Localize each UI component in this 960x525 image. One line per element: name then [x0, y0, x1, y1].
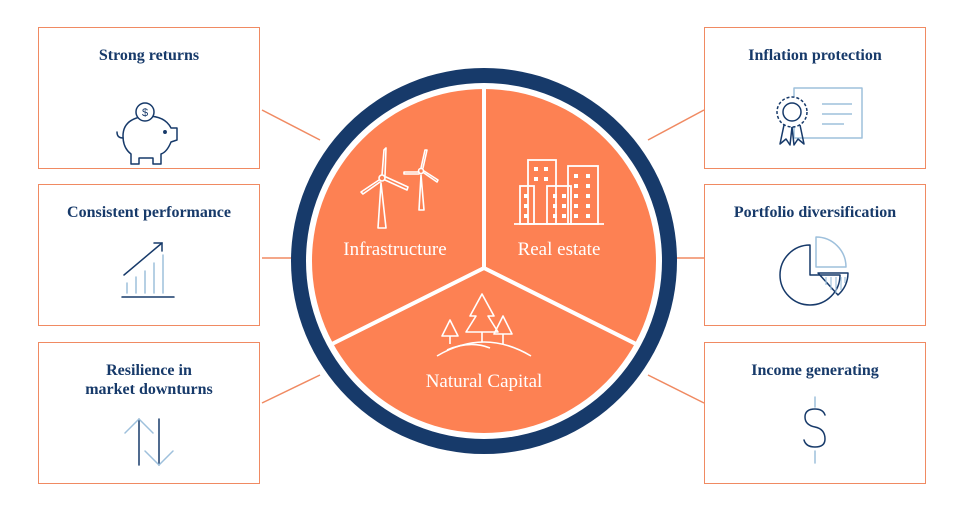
segment-label-real-estate: Real estate — [517, 239, 601, 260]
connector-strong-returns — [261, 109, 321, 141]
segment-dividers — [328, 85, 640, 347]
card-portfolio-diversification: Portfolio diversification — [704, 184, 926, 326]
card-title-line: Income generating — [751, 362, 879, 379]
connector-inflation — [647, 109, 705, 141]
card-title-line: Inflation protection — [748, 47, 882, 64]
connector-income — [647, 374, 705, 404]
card-title-line: Strong returns — [98, 47, 200, 64]
card-income-generating: Income generating — [704, 342, 926, 484]
pie-chart-icon — [779, 236, 849, 306]
buildings-icon — [514, 159, 604, 225]
card-resilience: Resilience in market downturns — [38, 342, 260, 484]
card-title: Consistent performance — [39, 203, 259, 222]
card-title: Strong returns — [39, 46, 259, 65]
card-consistent-performance: Consistent performance — [38, 184, 260, 326]
trees-icon — [436, 293, 532, 357]
card-title: Income generating — [705, 361, 925, 380]
card-title-line: market downturns — [85, 381, 213, 398]
connector-resilience — [261, 374, 321, 404]
card-title: Resilience in market downturns — [39, 361, 259, 399]
up-down-arrows-icon — [124, 418, 174, 466]
certificate-icon — [776, 87, 863, 146]
dollar-sign-icon — [803, 396, 826, 464]
svg-text:$: $ — [142, 107, 148, 119]
piggy-bank-icon: $ — [116, 102, 178, 165]
growth-chart-icon — [121, 242, 175, 298]
card-title-line: Consistent performance — [67, 204, 231, 221]
segment-label-natural-capital: Natural Capital — [425, 371, 543, 392]
card-inflation-protection: Inflation protection — [704, 27, 926, 169]
segment-label-infrastructure: Infrastructure — [343, 239, 447, 260]
card-title: Inflation protection — [705, 46, 925, 65]
card-title: Portfolio diversification — [705, 203, 925, 222]
card-title-line: Portfolio diversification — [733, 204, 897, 221]
card-title-line: Resilience in — [106, 362, 192, 379]
card-strong-returns: Strong returns $ — [38, 27, 260, 169]
wind-turbines-icon — [360, 147, 439, 229]
